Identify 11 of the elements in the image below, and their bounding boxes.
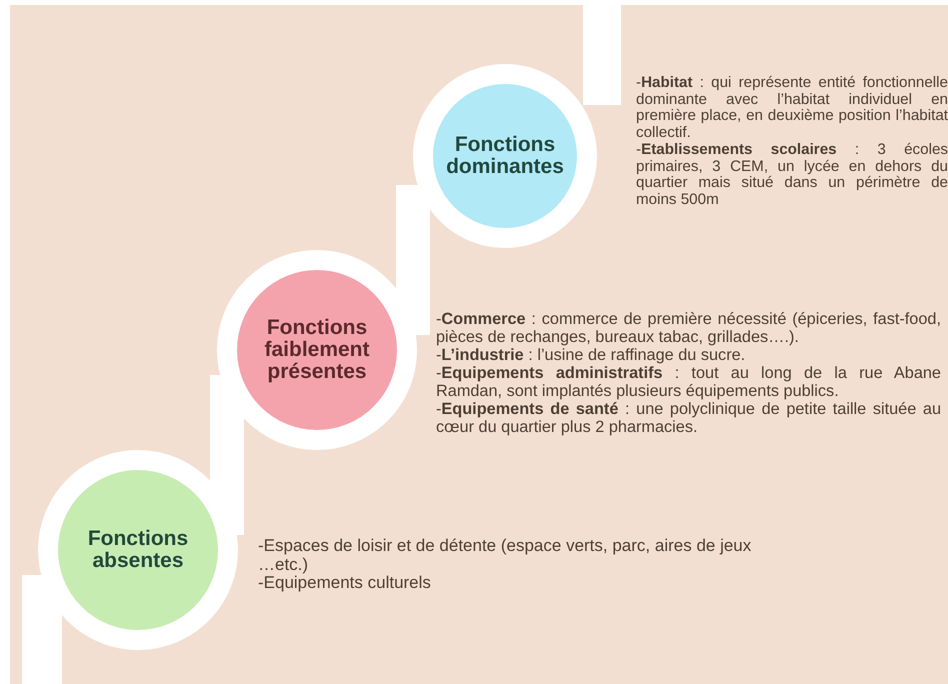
description-text: -Habitat : qui représente entité fonctionnelle dominante avec l’habitat individuel en première place, en deuxième position l’habitat collectif. <box>636 75 948 142</box>
description-text: -Commerce : commerce de première nécessité (épiceries, fast-food, pièces de rechanges, bureaux tabac, grillades….). <box>436 311 941 347</box>
circle-title: Fonctions absentes <box>86 528 190 572</box>
description-text: -Equipements de santé : une polyclinique de petite taille située au cœur du quartier plus 2 pharmacies. <box>436 400 941 436</box>
circle-title: Fonctions faiblement présentes <box>263 316 371 384</box>
description-text: -Espaces de loisir et de détente (espace verts, parc, aires de jeux …etc.) <box>258 537 752 574</box>
description-text: -Etablissements scolaires : 3 écoles primaires, 3 CEM, un lycée en dehors du quartier mais situé dans un périmètre de moins 500m <box>636 142 948 209</box>
description-text: -Equipements administratifs : tout au long de la rue Abane Ramdan, sont implantés plusieurs équipements publics. <box>436 364 941 401</box>
description-text: -Equipements culturels <box>258 574 432 594</box>
circle-title: Fonctions dominantes <box>445 134 565 178</box>
description-text: -L’industrie : l’usine de raffinage du sucre. <box>436 346 746 365</box>
